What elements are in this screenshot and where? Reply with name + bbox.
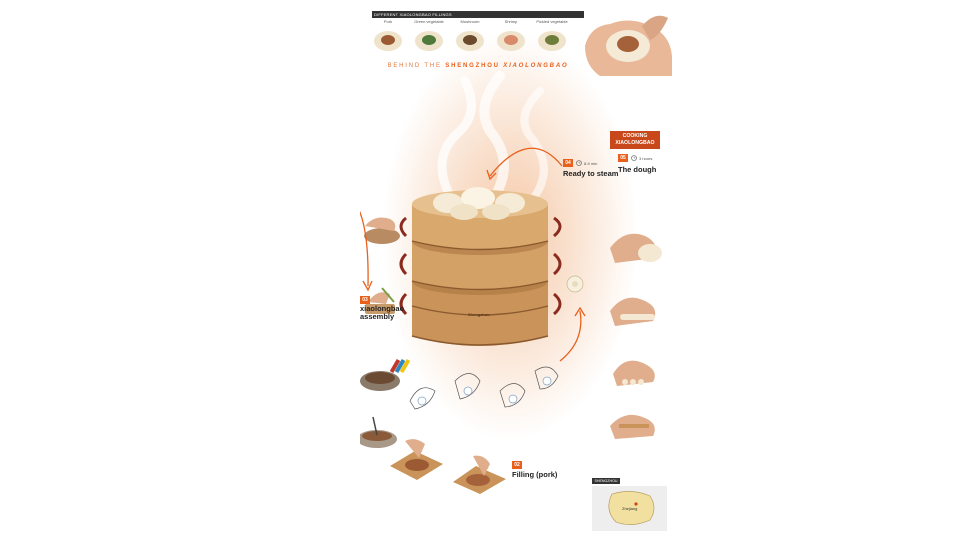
- filling-label-shrimp: Shrimp: [504, 19, 518, 24]
- hand-chopping-image: [365, 287, 395, 314]
- step-02-number: 02: [512, 461, 522, 469]
- pleating-sketches: [409, 366, 559, 410]
- arrow-step-03: [360, 210, 373, 292]
- zhejiang-map: [592, 486, 667, 531]
- arrow-step-04: [486, 147, 563, 181]
- dumpling-icon-shrimp: [497, 31, 525, 51]
- steam-wisps: [437, 71, 548, 201]
- dumpling-icon-pork: [374, 31, 402, 51]
- step-05-title: The dough: [618, 165, 657, 174]
- cutting-board-image: [390, 439, 443, 480]
- step-03-number: 03: [360, 296, 370, 304]
- step-05-time: 3 hours: [639, 156, 653, 161]
- clock-icon: [631, 155, 637, 161]
- hand-holding-dumpling-image: [585, 15, 672, 77]
- step-04-time: 8-9 min: [584, 161, 598, 166]
- filling-label-green-vegetable: Green vegetable: [414, 19, 444, 24]
- filling-label-mushroom: Mushroom: [460, 19, 480, 24]
- clock-icon: [576, 160, 582, 166]
- wrapper-circles: [566, 275, 584, 293]
- hand-mixing-image: [360, 416, 397, 448]
- map-tag: SHENGZHOU: [592, 478, 620, 484]
- dumpling-icon-mushroom: [456, 31, 484, 51]
- banner-title: BEHIND THE SHENGZHOU XIAOLONGBAO: [387, 63, 569, 69]
- dumpling-icon-pickled-vegetable: [538, 31, 566, 51]
- step-02-title: Filling (pork): [512, 470, 558, 479]
- infographic-poster: DIFFERENT XIAOLONGBAO FILLINGS Pork Gree…: [360, 6, 675, 536]
- filling-label-pork: Pork: [383, 19, 393, 24]
- bowl-with-sauces-image: [360, 358, 411, 391]
- fillings-title: DIFFERENT XIAOLONGBAO FILLINGS: [372, 11, 584, 18]
- step-04-title: Ready to steam: [563, 169, 619, 178]
- steamer-stamp: Shengzhou: [468, 312, 490, 317]
- filling-label-pickled-vegetable: Pickled vegetable: [536, 19, 568, 24]
- step-05-number: 05: [618, 154, 628, 162]
- map-region-label: Zhejiang: [622, 506, 638, 511]
- hand-stirring-image: [364, 217, 400, 244]
- dumpling-icon-green-vegetable: [415, 31, 443, 51]
- bamboo-steamer-image: [399, 187, 562, 346]
- hands-cutting-dough-image: [613, 360, 655, 386]
- arrow-step-02-to-04: [559, 306, 586, 362]
- hands-kneading-dough-image: [610, 233, 662, 263]
- filling-board-image: [453, 455, 506, 494]
- step-04-number: 04: [563, 159, 573, 167]
- hands-rolling-wrapper-image: [610, 414, 655, 439]
- hands-stretching-dough-image: [610, 297, 656, 326]
